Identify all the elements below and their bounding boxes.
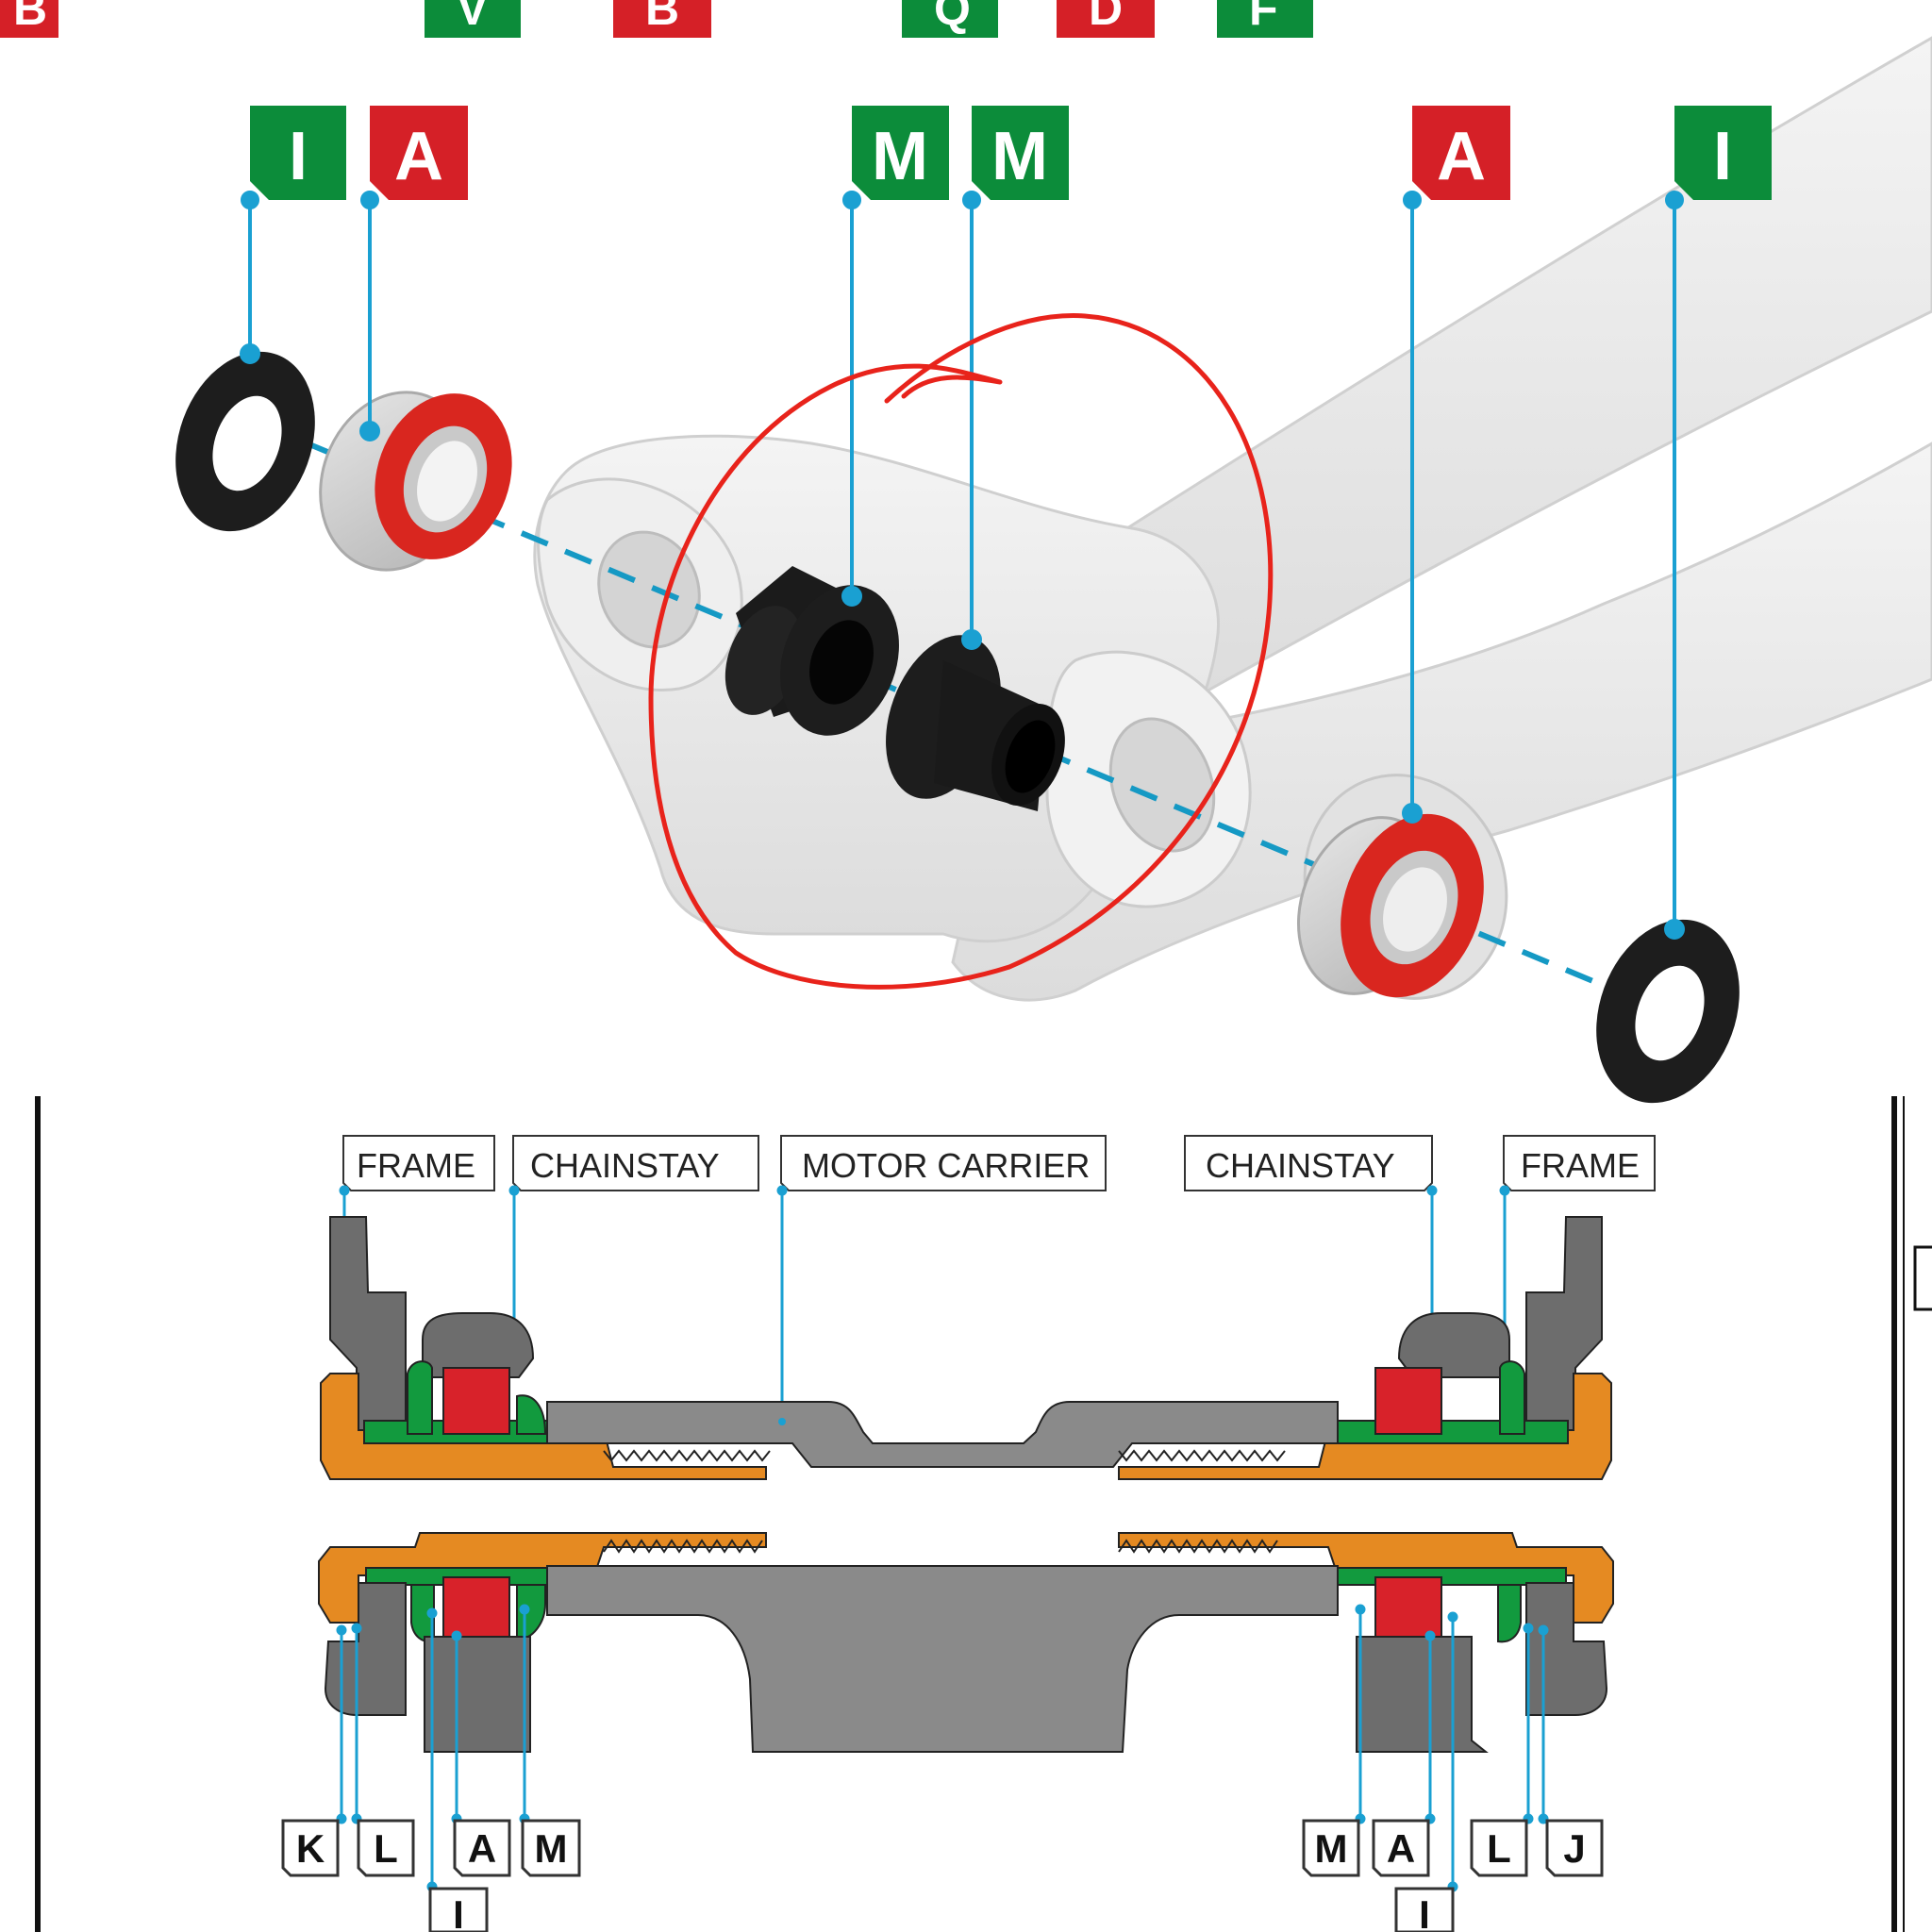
svg-text:A: A [1387, 1826, 1415, 1871]
callout-leader-lines [240, 191, 1685, 940]
part-label-m-left: M [521, 1819, 581, 1877]
svg-text:A: A [468, 1826, 496, 1871]
cross-section-upper [320, 1216, 1612, 1480]
bushing-left-icon [724, 566, 899, 736]
washer-right-icon [1596, 919, 1740, 1104]
part-label-l-left: L [357, 1819, 415, 1877]
callout-tag-i-left: I [250, 106, 346, 200]
svg-text:L: L [1487, 1826, 1511, 1871]
svg-text:I: I [453, 1892, 464, 1932]
part-label-k: K [281, 1819, 340, 1877]
top-tag-q: Q [902, 0, 998, 38]
section-panel-border [35, 1096, 1932, 1932]
cross-section-lower [318, 1532, 1614, 1753]
callout-tag-m-2: M [972, 106, 1069, 200]
svg-text:K: K [296, 1826, 325, 1871]
svg-text:CHAINSTAY: CHAINSTAY [530, 1146, 720, 1185]
svg-text:M: M [872, 119, 928, 194]
svg-text:A: A [1437, 119, 1486, 194]
washer-left-icon [175, 351, 315, 532]
top-tag-b-1: B [0, 0, 58, 38]
callout-tag-i-right: I [1674, 106, 1772, 200]
svg-text:B: B [13, 0, 47, 35]
section-labels: FRAME CHAINSTAY MOTOR CARRIER CHAINSTAY … [339, 1135, 1656, 1427]
part-label-a-left: A [453, 1819, 511, 1877]
label-motor-carrier: MOTOR CARRIER [780, 1135, 1107, 1191]
label-chainstay-left: CHAINSTAY [512, 1135, 759, 1191]
svg-text:FRAME: FRAME [357, 1146, 475, 1185]
label-frame-left: FRAME [342, 1135, 495, 1191]
bearing-right-icon [1296, 813, 1484, 998]
part-label-l-right: L [1470, 1819, 1528, 1877]
top-tag-strip: B V B Q D F [0, 0, 1313, 38]
part-label-leaders [336, 1604, 1549, 1892]
svg-text:L: L [374, 1826, 398, 1871]
svg-text:Q: Q [934, 0, 971, 35]
top-tag-d: D [1057, 0, 1155, 38]
frame-illustration [533, 36, 1932, 1002]
callout-tag-a-right: A [1412, 106, 1510, 200]
svg-text:MOTOR CARRIER: MOTOR CARRIER [802, 1146, 1090, 1185]
part-label-j: J [1545, 1819, 1604, 1877]
label-chainstay-right: CHAINSTAY [1184, 1135, 1433, 1191]
svg-text:FRAME: FRAME [1521, 1146, 1640, 1185]
svg-text:M: M [535, 1826, 568, 1871]
svg-text:V: V [457, 0, 489, 35]
callout-tag-a-left: A [370, 106, 468, 200]
annotation-circle [648, 313, 1274, 990]
svg-text:F: F [1249, 0, 1278, 35]
top-tag-v: V [425, 0, 521, 38]
svg-text:J: J [1563, 1826, 1585, 1871]
svg-text:B: B [645, 0, 679, 35]
part-label-i-left: I [428, 1887, 489, 1932]
svg-text:M: M [1315, 1826, 1348, 1871]
part-label-m-right: M [1302, 1819, 1360, 1877]
part-label-i-right: I [1394, 1887, 1455, 1932]
svg-text:M: M [991, 119, 1048, 194]
label-frame-right: FRAME [1503, 1135, 1656, 1191]
bearing-left-icon [319, 391, 512, 572]
svg-text:I: I [1713, 119, 1732, 194]
svg-text:D: D [1089, 0, 1123, 35]
part-labels: K L A M I M A L [281, 1819, 1604, 1932]
top-tag-b-2: B [613, 0, 711, 38]
bushing-right-icon [886, 635, 1065, 811]
top-tag-f: F [1217, 0, 1313, 38]
callout-tags: I A M M A I [250, 106, 1772, 200]
part-label-a-right: A [1372, 1819, 1430, 1877]
svg-text:I: I [1419, 1892, 1430, 1932]
svg-text:I: I [289, 119, 308, 194]
callout-tag-m-1: M [852, 106, 949, 200]
svg-text:CHAINSTAY: CHAINSTAY [1206, 1146, 1395, 1185]
svg-text:A: A [394, 119, 443, 194]
